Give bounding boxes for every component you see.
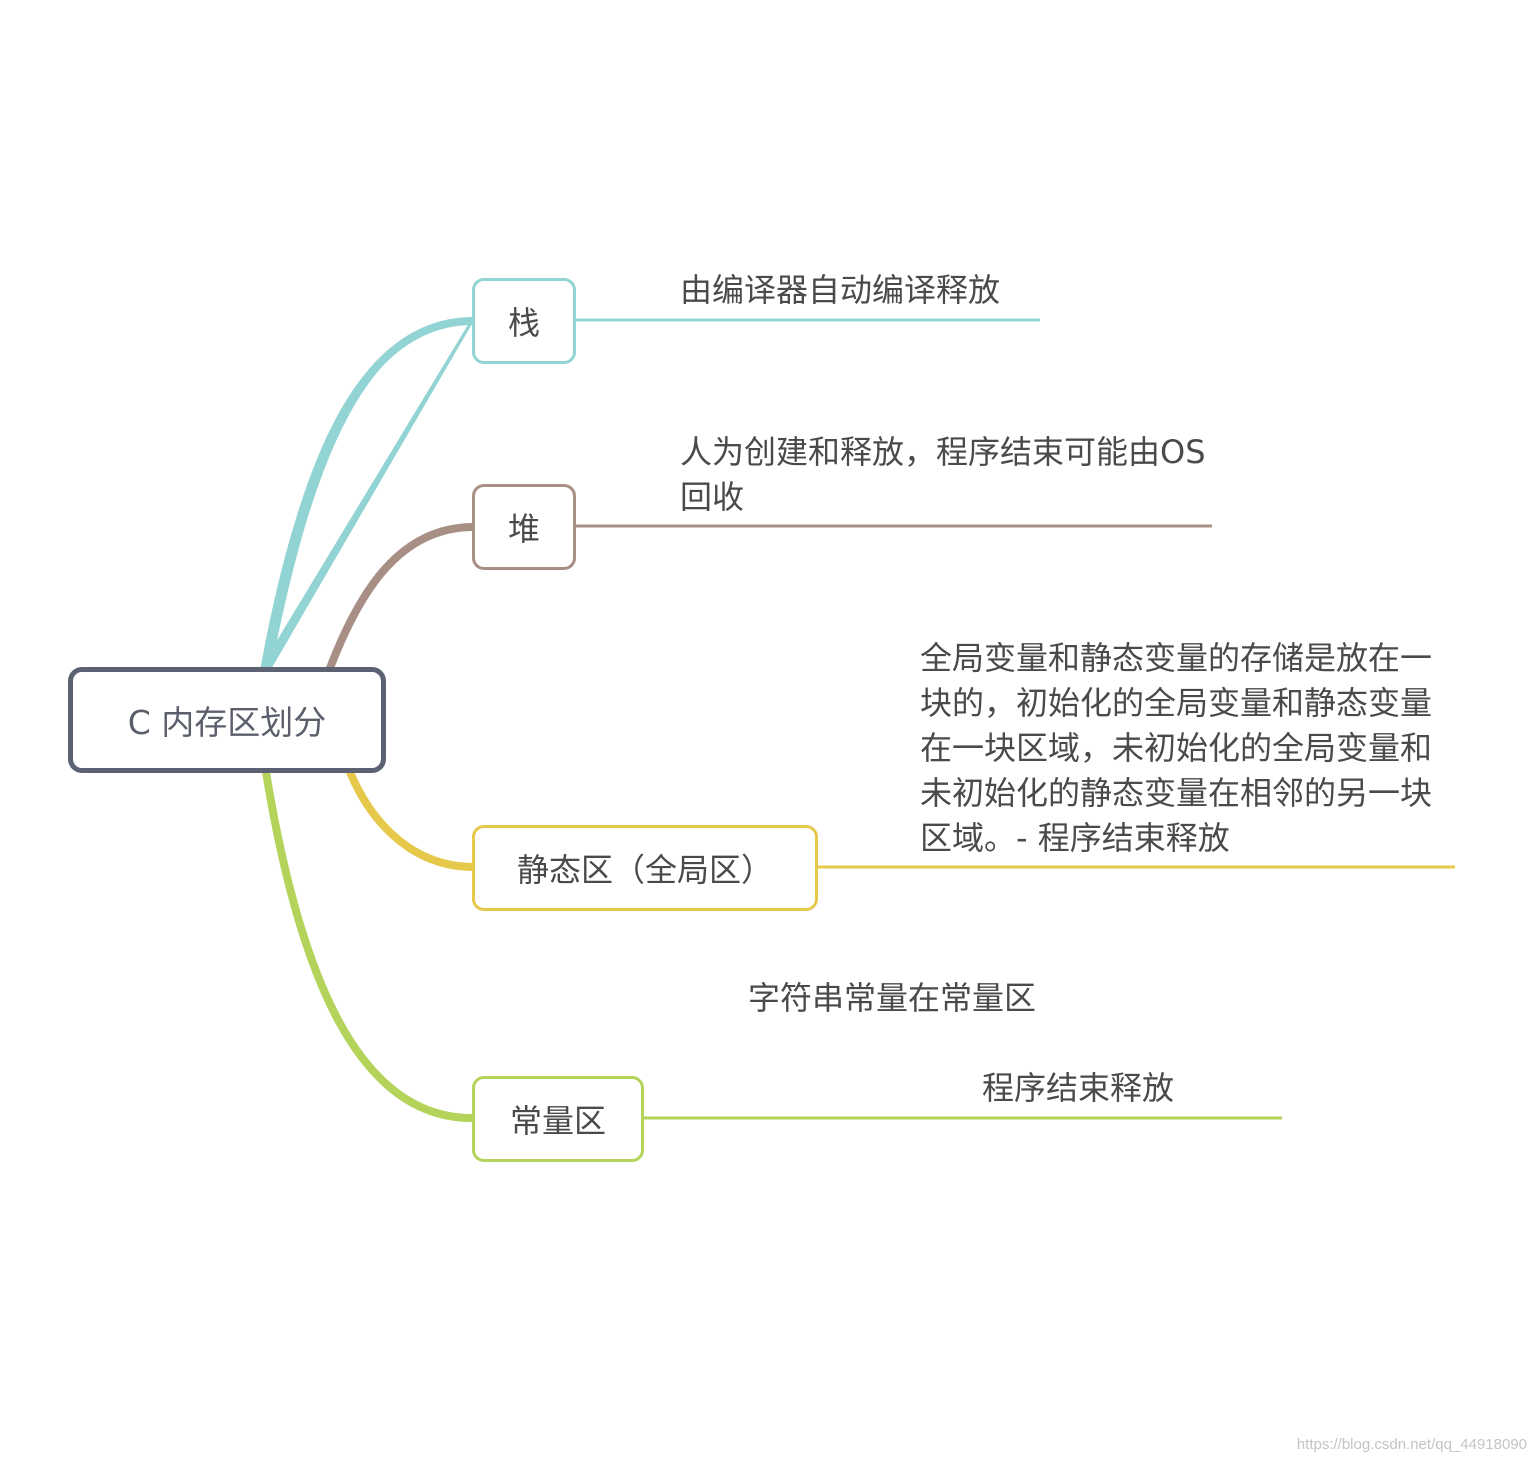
connector-root-const bbox=[262, 768, 476, 1122]
branch-label-stack: 栈 bbox=[507, 304, 540, 342]
connector-root-heap bbox=[326, 523, 476, 672]
branch-label-static: 静态区（全局区） bbox=[516, 851, 773, 889]
note-static: 全局变量和静态变量的存储是放在一块的，初始化的全局变量和静态变量在一块区域，未初… bbox=[920, 639, 1433, 857]
branch-label-const: 常量区 bbox=[509, 1102, 606, 1140]
branch-label-heap: 堆 bbox=[507, 510, 540, 548]
branch-node-heap[interactable]: 堆 bbox=[472, 484, 576, 570]
branch-node-stack[interactable]: 栈 bbox=[472, 278, 576, 364]
note-const-2: 程序结束释放 bbox=[982, 1069, 1175, 1107]
root-label: C 内存区划分 bbox=[127, 703, 327, 742]
branch-node-static[interactable]: 静态区（全局区） bbox=[472, 825, 818, 911]
connector-root-stack-core bbox=[262, 317, 476, 672]
note-const-1: 字符串常量在常量区 bbox=[748, 979, 1037, 1017]
watermark-text: https://blog.csdn.net/qq_44918090 bbox=[1296, 1436, 1527, 1453]
branch-node-const[interactable]: 常量区 bbox=[472, 1076, 644, 1162]
root-node[interactable]: C 内存区划分 bbox=[68, 667, 386, 773]
connector-root-static bbox=[346, 768, 476, 871]
note-stack: 由编译器自动编译释放 bbox=[680, 271, 1001, 309]
note-heap: 人为创建和释放，程序结束可能由OS回收 bbox=[680, 433, 1206, 516]
